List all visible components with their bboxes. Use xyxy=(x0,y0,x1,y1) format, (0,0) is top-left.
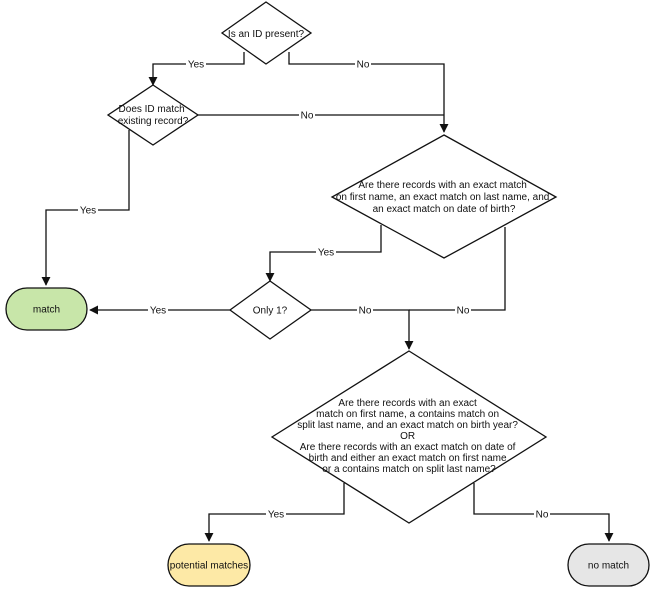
label-only-one-no-text: No xyxy=(359,306,372,317)
text-contains-match: Are there records with an exact match on… xyxy=(297,398,520,475)
edge-only-one-no xyxy=(311,309,414,350)
diamond-contains-match xyxy=(270,350,548,524)
text-no-match-line-1: no match xyxy=(588,561,629,572)
label-only-one-yes: Yes xyxy=(148,304,168,317)
label-contains-yes-text: Yes xyxy=(268,510,284,521)
diamond-id-present xyxy=(220,1,313,65)
text-no-match: no match xyxy=(588,561,629,572)
terminal-match: match xyxy=(5,287,88,331)
text-contains-match-line-5: Are there records with an exact match on… xyxy=(300,442,516,453)
text-exact-match-line-1: Are there records with an exact match xyxy=(358,180,526,191)
text-potential-matches-line-1: potential matches xyxy=(170,561,248,572)
text-contains-match-line-1: Are there records with an exact xyxy=(338,398,477,409)
label-id-present-yes-text: Yes xyxy=(188,60,204,71)
text-id-match: Does ID match existing record? xyxy=(118,104,189,127)
edge-labels: Yes No No Yes Yes No Yes No xyxy=(78,58,550,521)
diamond-exact-match xyxy=(330,134,558,259)
label-id-match-no: No xyxy=(299,109,315,122)
label-contains-no: No xyxy=(534,508,550,521)
text-contains-match-line-4: OR xyxy=(400,431,415,442)
text-potential-matches: potential matches xyxy=(170,561,248,572)
text-exact-match: Are there records with an exact match on… xyxy=(336,180,552,215)
text-only-one: Only 1? xyxy=(253,306,288,317)
text-id-match-line-2: existing record? xyxy=(118,116,189,127)
text-exact-match-line-2: on first name, an exact match on last na… xyxy=(336,192,549,203)
text-contains-match-line-2: match on first name, a contains match on xyxy=(316,409,499,420)
edge-exact-no xyxy=(409,227,506,311)
text-match: match xyxy=(33,305,60,316)
label-exact-yes-text: Yes xyxy=(318,248,334,259)
label-contains-no-text: No xyxy=(536,510,549,521)
decision-only-one: Only 1? xyxy=(228,280,313,340)
diamond-only-one xyxy=(228,280,313,340)
label-only-one-no: No xyxy=(357,304,373,317)
label-only-one-yes-text: Yes xyxy=(150,306,166,317)
diamond-id-match xyxy=(106,84,200,146)
label-exact-no-text: No xyxy=(457,306,470,317)
text-only-one-line-1: Only 1? xyxy=(253,306,288,317)
label-id-present-no-text: No xyxy=(357,60,370,71)
terminal-no-match-shape xyxy=(567,543,650,587)
label-id-match-yes-text: Yes xyxy=(80,206,96,217)
decision-id-match: Does ID match existing record? xyxy=(106,84,200,146)
terminal-potential-matches: potential matches xyxy=(167,543,251,587)
terminal-no-match: no match xyxy=(567,543,650,587)
terminal-potential-matches-shape xyxy=(167,543,251,587)
label-exact-yes: Yes xyxy=(316,246,336,259)
label-id-match-no-text: No xyxy=(301,111,314,122)
text-contains-match-line-7: or a contains match on split last name? xyxy=(322,464,496,475)
decision-exact-match: Are there records with an exact match on… xyxy=(330,134,558,259)
text-contains-match-line-6: birth and either an exact match on first… xyxy=(309,453,507,464)
text-match-line-1: match xyxy=(33,305,60,316)
text-id-present-line-1: Is an ID present? xyxy=(228,29,305,40)
label-id-present-yes: Yes xyxy=(186,58,206,71)
decision-id-present: Is an ID present? xyxy=(220,1,313,65)
text-contains-match-line-3: split last name, and an exact match on b… xyxy=(297,420,518,431)
label-id-match-yes: Yes xyxy=(78,204,98,217)
decision-contains-match: Are there records with an exact match on… xyxy=(270,350,548,524)
label-contains-yes: Yes xyxy=(266,508,286,521)
text-id-match-line-1: Does ID match xyxy=(119,104,185,115)
text-id-present: Is an ID present? xyxy=(228,29,305,40)
terminal-match-shape xyxy=(5,287,88,331)
label-id-present-no: No xyxy=(355,58,371,71)
label-exact-no: No xyxy=(455,304,471,317)
text-exact-match-line-3: an exact match on date of birth? xyxy=(373,204,516,215)
